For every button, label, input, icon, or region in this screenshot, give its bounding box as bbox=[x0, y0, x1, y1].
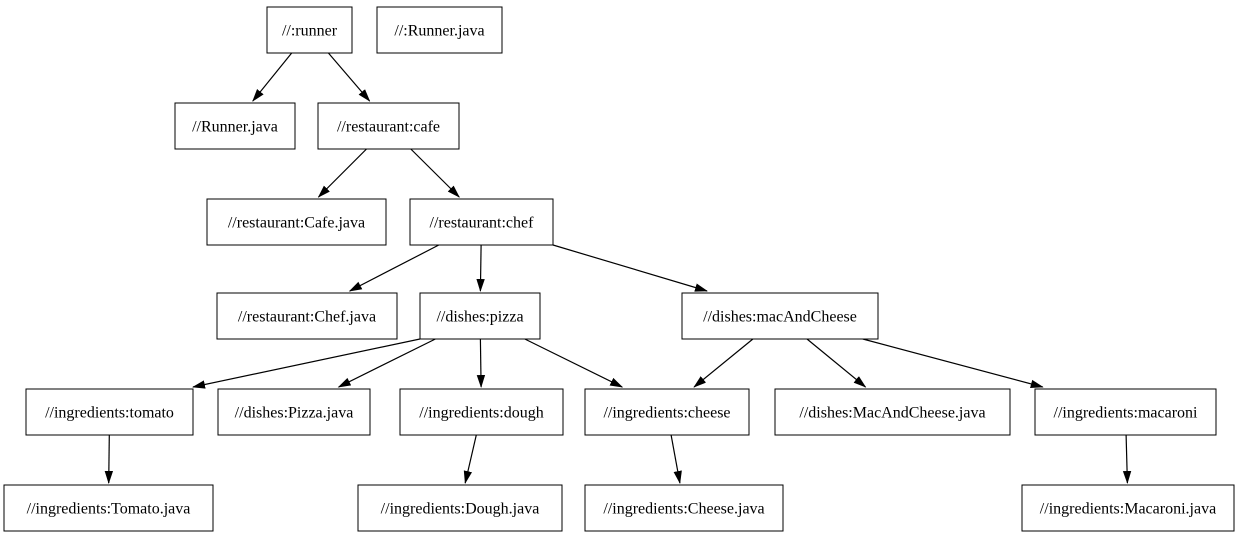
graph-node-mac-and-cheese: //dishes:macAndCheese bbox=[681, 292, 879, 340]
graph-node-cafe: //restaurant:cafe bbox=[317, 102, 460, 150]
node-box-cheese bbox=[584, 388, 750, 436]
node-box-cafe bbox=[317, 102, 460, 150]
edge-cafe-to-chef bbox=[410, 148, 460, 198]
node-box-chef bbox=[409, 198, 554, 246]
graph-node-chef: //restaurant:chef bbox=[409, 198, 554, 246]
edge-dough-to-dough-java bbox=[463, 434, 477, 484]
graph-node-runner-java-root: //:Runner.java bbox=[376, 6, 503, 54]
node-label-runner-java: //Runner.java bbox=[192, 119, 278, 136]
edge-tomato-to-tomato-java bbox=[104, 434, 114, 484]
node-label-cheese-java: //ingredients:Cheese.java bbox=[603, 501, 764, 518]
graph-node-chef-java: //restaurant:Chef.java bbox=[216, 292, 398, 340]
node-label-macaroni-java: //ingredients:Macaroni.java bbox=[1040, 501, 1216, 518]
edge-pizza-to-cheese bbox=[524, 338, 624, 388]
graph-node-pizza-java: //dishes:Pizza.java bbox=[217, 388, 371, 436]
graph-node-tomato: //ingredients:tomato bbox=[25, 388, 194, 436]
graph-node-cafe-java: //restaurant:Cafe.java bbox=[206, 198, 387, 246]
node-box-dough bbox=[399, 388, 564, 436]
node-label-cafe-java: //restaurant:Cafe.java bbox=[228, 215, 365, 232]
node-label-mac-and-cheese: //dishes:macAndCheese bbox=[703, 309, 857, 326]
node-box-mac-and-cheese-java bbox=[774, 388, 1011, 436]
edge-cafe-to-cafe-java bbox=[317, 148, 367, 198]
node-label-chef-java: //restaurant:Chef.java bbox=[238, 309, 376, 326]
node-box-tomato-java bbox=[3, 484, 214, 532]
graph-node-cheese: //ingredients:cheese bbox=[584, 388, 750, 436]
node-label-cafe: //restaurant:cafe bbox=[337, 119, 440, 136]
node-box-cheese-java bbox=[584, 484, 784, 532]
node-box-macaroni-java bbox=[1021, 484, 1235, 532]
graph-node-macaroni-java: //ingredients:Macaroni.java bbox=[1021, 484, 1235, 532]
node-label-runner: //:runner bbox=[282, 23, 338, 40]
node-label-dough-java: //ingredients:Dough.java bbox=[381, 501, 540, 518]
node-box-dough-java bbox=[357, 484, 563, 532]
graph-node-mac-and-cheese-java: //dishes:MacAndCheese.java bbox=[774, 388, 1011, 436]
edge-pizza-to-tomato bbox=[192, 338, 421, 389]
graph-node-dough-java: //ingredients:Dough.java bbox=[357, 484, 563, 532]
node-label-runner-java-root: //:Runner.java bbox=[394, 23, 484, 40]
node-label-macaroni: //ingredients:macaroni bbox=[1054, 405, 1199, 422]
edge-mac-and-cheese-to-cheese bbox=[693, 338, 754, 388]
node-label-tomato: //ingredients:tomato bbox=[45, 405, 174, 422]
node-box-chef-java bbox=[216, 292, 398, 340]
graph-node-macaroni: //ingredients:macaroni bbox=[1034, 388, 1217, 436]
node-label-pizza-java: //dishes:Pizza.java bbox=[235, 405, 354, 422]
node-box-runner-java bbox=[174, 102, 296, 150]
edge-pizza-to-dough bbox=[476, 338, 486, 388]
graph-node-pizza: //dishes:pizza bbox=[419, 292, 541, 340]
edge-runner-to-runner-java bbox=[252, 52, 293, 102]
node-box-runner-java-root bbox=[376, 6, 503, 54]
edge-pizza-to-pizza-java bbox=[337, 338, 436, 388]
node-box-runner bbox=[266, 6, 353, 54]
node-box-pizza bbox=[419, 292, 541, 340]
node-box-macaroni bbox=[1034, 388, 1217, 436]
edge-chef-to-chef-java bbox=[348, 244, 440, 292]
graph-node-runner-java: //Runner.java bbox=[174, 102, 296, 150]
node-label-chef: //restaurant:chef bbox=[430, 215, 535, 232]
node-label-mac-and-cheese-java: //dishes:MacAndCheese.java bbox=[799, 405, 985, 422]
graph-node-dough: //ingredients:dough bbox=[399, 388, 564, 436]
node-label-pizza: //dishes:pizza bbox=[436, 309, 523, 326]
graph-node-runner: //:runner bbox=[266, 6, 353, 54]
edge-mac-and-cheese-to-mac-and-cheese-java bbox=[806, 338, 867, 388]
edge-mac-and-cheese-to-macaroni bbox=[862, 338, 1044, 388]
edge-macaroni-to-macaroni-java bbox=[1122, 434, 1132, 484]
graph-node-cheese-java: //ingredients:Cheese.java bbox=[584, 484, 784, 532]
edge-runner-to-cafe bbox=[327, 52, 371, 102]
node-label-cheese: //ingredients:cheese bbox=[603, 405, 730, 422]
edge-chef-to-mac-and-cheese bbox=[552, 244, 708, 292]
node-box-pizza-java bbox=[217, 388, 371, 436]
edge-chef-to-pizza bbox=[476, 244, 485, 292]
node-box-mac-and-cheese bbox=[681, 292, 879, 340]
edge-cheese-to-cheese-java bbox=[670, 434, 682, 484]
node-box-tomato bbox=[25, 388, 194, 436]
node-label-tomato-java: //ingredients:Tomato.java bbox=[27, 501, 191, 518]
graph-node-tomato-java: //ingredients:Tomato.java bbox=[3, 484, 214, 532]
node-box-cafe-java bbox=[206, 198, 387, 246]
node-label-dough: //ingredients:dough bbox=[419, 405, 543, 422]
